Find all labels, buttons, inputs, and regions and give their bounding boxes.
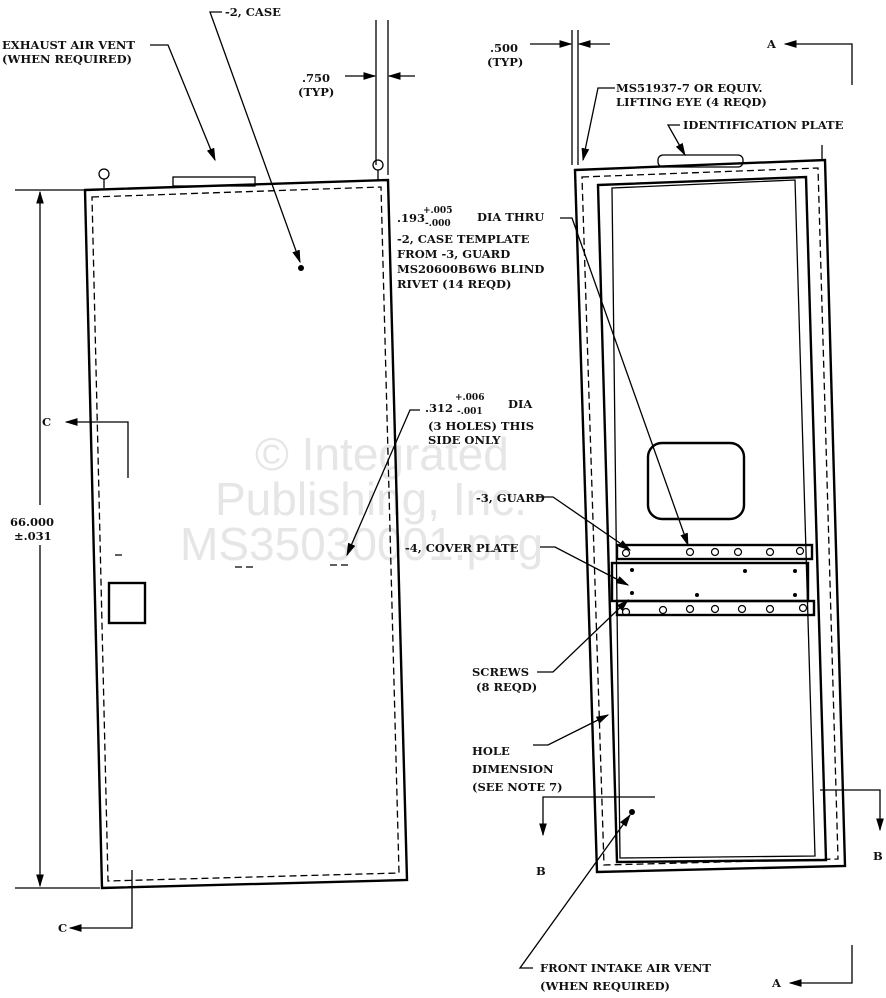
exhaust-vent-label: EXHAUST AIR VENT xyxy=(2,38,135,52)
exhaust-vent-note: (WHEN REQUIRED) xyxy=(2,52,132,66)
intake-vent-dot xyxy=(629,809,635,815)
screws-note: (8 REQD) xyxy=(476,680,537,694)
cover-plate-label: -4, COVER PLATE xyxy=(405,541,519,555)
guard xyxy=(615,543,816,617)
section-a-bottom: A xyxy=(771,976,782,990)
hole-dimension-label-2: DIMENSION xyxy=(472,762,554,776)
section-a-top: A xyxy=(766,37,777,51)
svg-text:RIVET (14 REQD): RIVET (14 REQD) xyxy=(397,277,511,291)
left-case-hidden-line xyxy=(91,186,400,882)
svg-text:FROM -3, GUARD: FROM -3, GUARD xyxy=(397,247,510,261)
svg-text:.312: .312 xyxy=(425,401,453,415)
svg-text:DIA THRU: DIA THRU xyxy=(477,210,544,224)
right-case-outline xyxy=(573,158,847,874)
vent-window xyxy=(646,441,746,521)
dim-500: .500 xyxy=(490,41,518,55)
right-case-hidden-line xyxy=(581,167,839,866)
svg-text:(3 HOLES) THIS: (3 HOLES) THIS xyxy=(428,419,534,433)
svg-text:MS20600B6W6 BLIND: MS20600B6W6 BLIND xyxy=(397,262,544,276)
intake-vent-note: (WHEN REQUIRED) xyxy=(540,979,670,993)
dim-750-typ: (TYP) xyxy=(298,85,334,99)
dim-500-typ: (TYP) xyxy=(487,55,523,69)
hole-dimension-label: HOLE xyxy=(472,744,510,758)
left-case-view xyxy=(15,11,420,932)
height-tolerance: ±.031 xyxy=(14,529,52,543)
lifting-eye-label: MS51937-7 OR EQUIV. xyxy=(616,81,763,95)
square-opening xyxy=(107,581,147,625)
case-callout-dot xyxy=(298,265,304,271)
guard-label: -3, GUARD xyxy=(476,491,545,505)
case-label: -2, CASE xyxy=(225,5,281,19)
cover-plate xyxy=(610,561,810,603)
section-c-bottom: C xyxy=(58,921,67,935)
dia-thru-note: .193 +.005 -.000 DIA THRU -2, CASE TEMPL… xyxy=(397,206,544,291)
identification-plate xyxy=(657,154,744,168)
screws-label: SCREWS xyxy=(472,665,529,679)
inner-frame xyxy=(596,175,828,864)
screws xyxy=(630,568,797,597)
section-b-right: B xyxy=(873,849,883,863)
svg-text:-.001: -.001 xyxy=(457,407,483,417)
dim-750: .750 xyxy=(302,71,330,85)
lifting-eye-note: LIFTING EYE (4 REQD) xyxy=(616,95,767,109)
svg-text:© Integrated: © Integrated xyxy=(255,428,509,480)
section-b-left: B xyxy=(536,864,546,878)
section-c-top: C xyxy=(42,415,51,429)
hole-note: .312 +.006 -.001 DIA (3 HOLES) THIS SIDE… xyxy=(425,393,534,447)
exhaust-vent xyxy=(172,176,256,187)
right-case-view xyxy=(518,30,884,987)
svg-text:SIDE ONLY: SIDE ONLY xyxy=(428,433,501,447)
svg-text:-.000: -.000 xyxy=(425,219,451,229)
svg-text:DIA: DIA xyxy=(508,397,533,411)
identification-plate-label: IDENTIFICATION PLATE xyxy=(683,118,844,132)
lifting-eye-icon xyxy=(372,159,384,180)
inner-panel xyxy=(611,179,816,859)
height-dim: 66.000 xyxy=(10,515,54,529)
svg-text:-2, CASE TEMPLATE: -2, CASE TEMPLATE xyxy=(397,232,530,246)
hole-dimension-note: (SEE NOTE 7) xyxy=(472,780,563,794)
svg-text:+.005: +.005 xyxy=(423,206,452,216)
svg-text:MS35030001.png: MS35030001.png xyxy=(180,518,543,570)
intake-vent-label: FRONT INTAKE AIR VENT xyxy=(540,961,711,975)
svg-text:+.006: +.006 xyxy=(455,393,484,403)
svg-text:.193: .193 xyxy=(397,211,425,225)
lifting-eye-icon xyxy=(98,168,110,188)
left-case-outline xyxy=(83,178,409,890)
